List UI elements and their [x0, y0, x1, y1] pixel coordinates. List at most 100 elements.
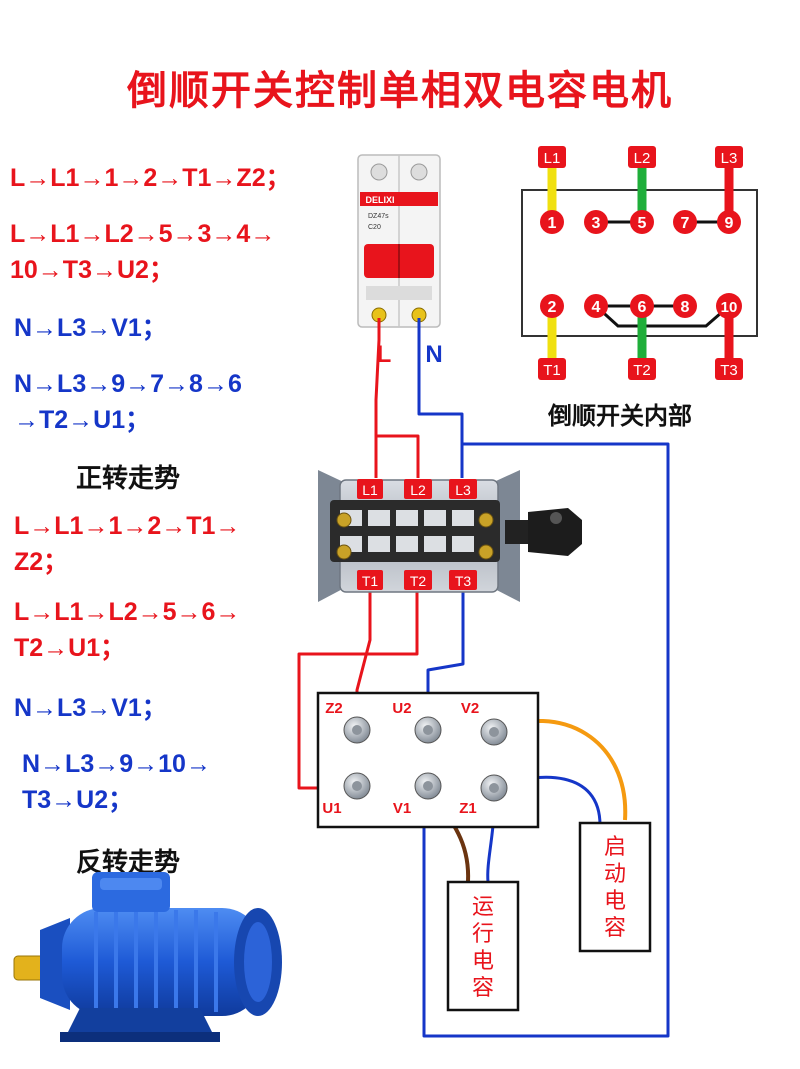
svg-text:10: 10 — [721, 299, 738, 316]
forward-path-1: L→L1→1→2→T1→Z2； — [10, 160, 291, 196]
path-line: N→L3→9→10→ — [22, 750, 211, 778]
svg-text:T2: T2 — [410, 573, 427, 589]
switch-internal-caption: 倒顺开关内部 — [548, 403, 692, 430]
path-line: L→L1→1→2→T1→Z2； — [10, 164, 291, 192]
path-line: N→L3→V1； — [14, 314, 167, 342]
svg-text:3: 3 — [592, 215, 601, 232]
terminal-label-u1: U1 — [322, 800, 341, 817]
motor-illustration — [13, 872, 282, 1042]
path-line: L→L1→L2→5→6→ — [14, 598, 241, 626]
svg-text:6: 6 — [638, 299, 647, 316]
svg-text:电: 电 — [604, 889, 626, 914]
terminal-label-z1: Z1 — [459, 800, 477, 817]
svg-text:容: 容 — [472, 976, 494, 1001]
forward-path-4: N→L3→9→7→8→6 →T2→U1； — [14, 366, 242, 438]
motor-body — [62, 908, 262, 1016]
drum-label-l2: L2 — [404, 479, 432, 499]
svg-text:T2: T2 — [633, 362, 651, 379]
drum-label-l3: L3 — [449, 479, 477, 499]
breaker-model: DZ47s — [368, 213, 389, 220]
path-line: L→L1→1→2→T1→ — [14, 512, 241, 540]
svg-text:行: 行 — [472, 922, 494, 947]
svg-text:L3: L3 — [721, 150, 738, 167]
breaker-rating: C20 — [368, 224, 381, 231]
switch-internal-diagram: L1 L2 L3 1 3 5 7 9 2 4 6 8 10 — [521, 146, 758, 380]
page-title: 倒顺开关控制单相双电容电机 — [127, 69, 673, 113]
breaker-n-label: N — [425, 341, 442, 368]
contact-8: 8 — [673, 294, 697, 318]
terminal-label-z2: Z2 — [325, 700, 343, 717]
path-line: N→L3→V1； — [14, 694, 167, 722]
reverse-path-4: N→L3→9→10→ T3→U2； — [22, 746, 211, 818]
internal-label-l3: L3 — [715, 146, 743, 168]
svg-text:7: 7 — [681, 215, 690, 232]
path-line: 10→T3→U2； — [10, 256, 174, 284]
internal-label-l2: L2 — [628, 146, 656, 168]
svg-text:L2: L2 — [634, 150, 651, 167]
svg-text:2: 2 — [548, 299, 557, 316]
breaker-l-label: L — [377, 341, 392, 368]
svg-text:T3: T3 — [720, 362, 738, 379]
drum-label-l1: L1 — [357, 479, 383, 499]
svg-text:L3: L3 — [455, 482, 471, 498]
svg-text:8: 8 — [681, 299, 690, 316]
contact-5: 5 — [630, 210, 654, 234]
terminal-v1-bolt — [414, 772, 442, 800]
reverse-path-2: L→L1→L2→5→6→ T2→U1； — [14, 594, 240, 666]
forward-heading: 正转走势 — [76, 463, 181, 493]
contact-2: 2 — [540, 294, 564, 318]
terminal-v2-bolt — [480, 718, 508, 746]
contact-7: 7 — [673, 210, 697, 234]
svg-text:T1: T1 — [543, 362, 561, 379]
forward-path-2: L→L1→L2→5→3→4→ 10→T3→U2； — [10, 216, 275, 288]
svg-text:1: 1 — [548, 215, 557, 232]
path-line: →T2→U1； — [14, 406, 151, 434]
path-line: N→L3→9→7→8→6 — [14, 370, 242, 398]
terminal-z1-bolt — [480, 774, 508, 802]
svg-text:容: 容 — [604, 916, 626, 941]
forward-path-3: N→L3→V1； — [14, 310, 167, 346]
svg-text:L1: L1 — [544, 150, 561, 167]
wire-l3-loop — [422, 442, 670, 1038]
terminal-label-v1: V1 — [393, 800, 411, 817]
contact-1: 1 — [540, 210, 564, 234]
motor-terminal-box: Z2 U2 V2 U1 V1 Z1 — [316, 691, 540, 829]
svg-text:T1: T1 — [362, 573, 379, 589]
svg-text:L2: L2 — [410, 482, 426, 498]
svg-text:9: 9 — [725, 215, 734, 232]
internal-label-t1: T1 — [538, 358, 566, 380]
path-line: Z2； — [14, 548, 69, 576]
svg-text:4: 4 — [592, 299, 601, 316]
breaker-brand: DELIXI — [365, 195, 394, 205]
internal-label-t2: T2 — [628, 358, 656, 380]
svg-text:动: 动 — [604, 862, 626, 887]
svg-text:启: 启 — [604, 835, 626, 860]
contact-10: 10 — [716, 293, 742, 319]
terminal-u1-bolt — [343, 772, 371, 800]
drum-switch — [318, 470, 582, 602]
terminal-u2-bolt — [414, 716, 442, 744]
contact-6: 6 — [630, 294, 654, 318]
circuit-breaker: DELIXI DZ47s C20 — [357, 154, 441, 328]
drum-label-t3: T3 — [449, 570, 477, 590]
link-4-10 — [594, 304, 730, 328]
svg-text:运: 运 — [472, 895, 494, 920]
svg-text:电: 电 — [472, 949, 494, 974]
drum-label-t2: T2 — [404, 570, 432, 590]
run-capacitor: 运 行 电 容 — [446, 880, 520, 1012]
terminal-label-v2: V2 — [461, 700, 479, 717]
motor-base — [66, 1008, 214, 1036]
internal-label-t3: T3 — [715, 358, 743, 380]
svg-text:T3: T3 — [455, 573, 472, 589]
breaker-brand-strip — [360, 192, 438, 206]
drum-label-t1: T1 — [357, 570, 383, 590]
path-line: T3→U2； — [22, 786, 134, 814]
contact-9: 9 — [717, 210, 741, 234]
internal-label-l1: L1 — [538, 146, 566, 168]
svg-text:L1: L1 — [362, 482, 378, 498]
path-line: L→L1→L2→5→3→4→ — [10, 220, 276, 248]
path-line: T2→U1； — [14, 634, 126, 662]
terminal-label-u2: U2 — [392, 700, 411, 717]
